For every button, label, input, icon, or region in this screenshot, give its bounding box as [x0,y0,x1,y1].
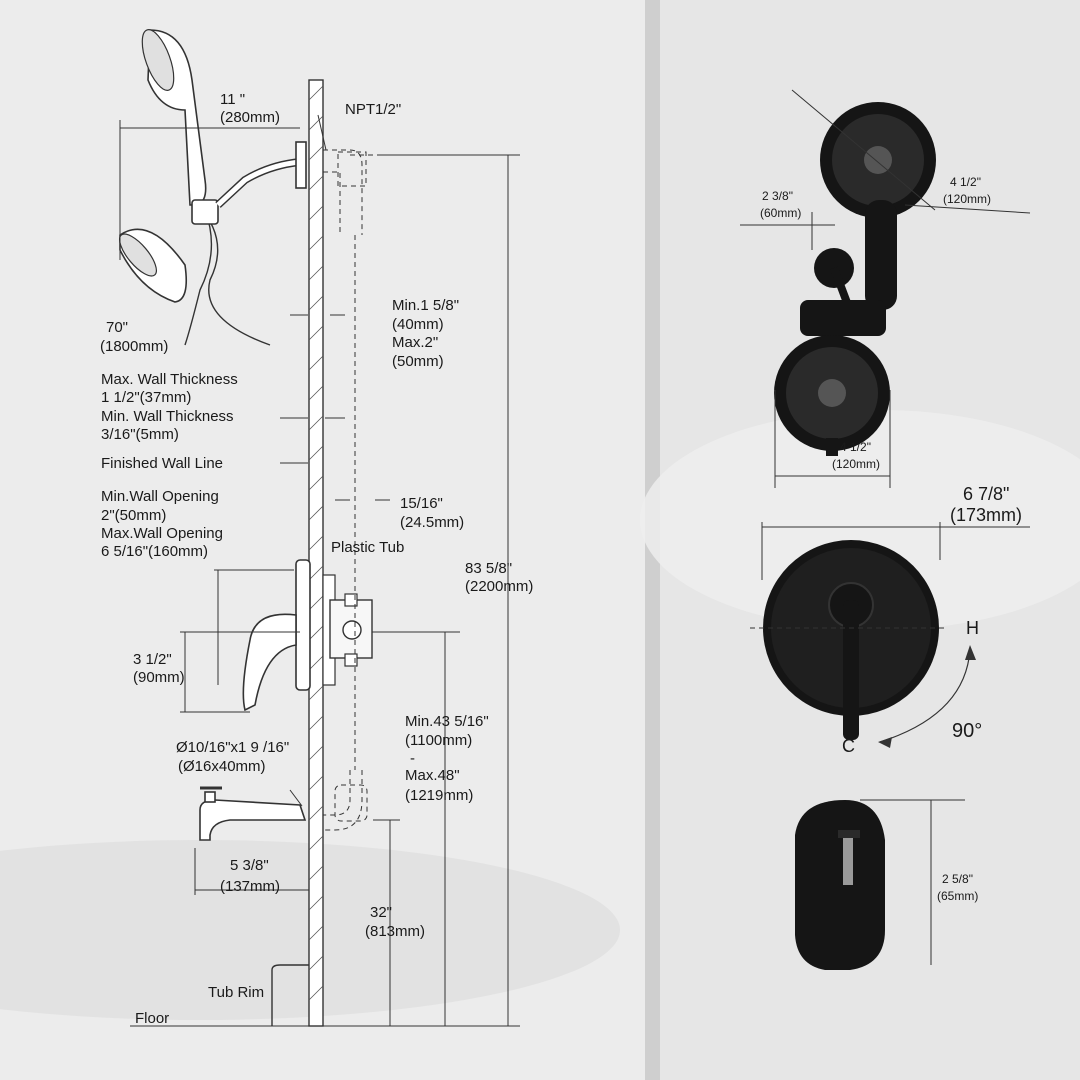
d-4-1-2-bottom-label: 4 1/2" [840,440,871,454]
d-173mm-label: (173mm) [950,505,1022,525]
range-dash: - [410,750,415,767]
min-43-label: Min.43 5/16" [405,713,489,730]
min-40mm-label: (40mm) [392,316,444,333]
bathtub-rim-bg [640,410,1080,630]
max-2-label: Max.2" [392,334,438,351]
min-opening-label: Min.Wall Opening [101,488,219,505]
d-90mm-label: (90mm) [133,669,185,686]
handheld-shower-icon [141,29,271,346]
right-arm-icon [800,248,886,336]
d-32-label: 32" [370,904,392,921]
valve-handle-icon [242,559,373,712]
dimension-lines-left [119,114,520,1026]
npt-label: NPT1/2" [345,101,401,118]
d-2-3-8-label: 2 3/8" [762,189,793,203]
wall [308,79,324,1027]
d-5-3-8-label: 5 3/8" [230,857,269,874]
right-labels: 2 3/8" (60mm) 4 1/2" (120mm) 4 1/2" (120… [760,175,1022,903]
max-50mm-label: (50mm) [392,353,444,370]
rotation-arrow-head-bottom [878,737,892,748]
supply-pipes [323,149,368,831]
d-2-5-8-label: 2 5/8" [942,872,973,886]
max-opening-value: 6 5/16"(160mm) [101,543,208,560]
d-2200mm-label: (2200mm) [465,578,533,595]
dim-280-label: (280mm) [220,109,280,126]
min-wall-label: Min. Wall Thickness [101,408,234,425]
cold-label: C [842,736,855,756]
d-4-1-2-top-label: 4 1/2" [950,175,981,189]
dimension-lines-right [740,89,1031,965]
tub-spout-icon [199,786,307,841]
dim-1800-label: (1800mm) [100,338,168,355]
floor-label: Floor [135,1010,169,1027]
max-opening-label: Max.Wall Opening [101,525,223,542]
d-60mm-label: (60mm) [760,206,801,220]
d-813mm-label: (813mm) [365,923,425,940]
min-opening-value: 2"(50mm) [101,507,166,524]
plastic-tub-label: Plastic Tub [331,539,404,556]
max-48-label: Max.48" [405,767,460,784]
dim-70-label: 70" [106,319,128,336]
phi-mm-label: (Ø16x40mm) [178,758,266,775]
d-120mm-bottom-label: (120mm) [832,457,880,471]
shower-head-icon [119,141,307,303]
phi-label: Ø10/16"x1 9 /16" [176,739,289,756]
d-83-5-8-label: 83 5/8" [465,560,512,577]
dim-11-label: 11 " [220,91,245,108]
d-65mm-label: (65mm) [937,889,978,903]
max-wall-label: Max. Wall Thickness [101,371,238,388]
d-137mm-label: (137mm) [220,878,280,895]
max-1219mm-label: (1219mm) [405,787,473,804]
rotation-arrow-head-top [965,645,976,660]
d-3-1-2-label: 3 1/2" [133,651,172,668]
tub-rim-shape [271,964,309,1026]
right-handheld-icon [820,102,936,310]
min-1-5-8-label: Min.1 5/8" [392,297,459,314]
tub-rim-label: Tub Rim [208,984,264,1001]
finished-wall-label: Finished Wall Line [101,455,223,472]
max-wall-value: 1 1/2"(37mm) [101,389,191,406]
min-wall-value: 3/16"(5mm) [101,426,179,443]
left-labels: 11 " (280mm) NPT1/2" 70" (1800mm) Max. W… [100,91,533,1027]
hot-label: H [966,618,979,638]
degree-label: 90° [952,720,982,742]
d-15-16-label: 15/16" [400,495,443,512]
right-showerhead-icon [774,335,890,456]
d-24-5mm-label: (24.5mm) [400,514,464,531]
rotation-arrow-icon [879,649,971,743]
diverter-knob-icon [795,800,885,970]
d-120mm-top-label: (120mm) [943,192,991,206]
min-1100mm-label: (1100mm) [405,732,472,749]
d-6-7-8-label: 6 7/8" [963,484,1009,504]
